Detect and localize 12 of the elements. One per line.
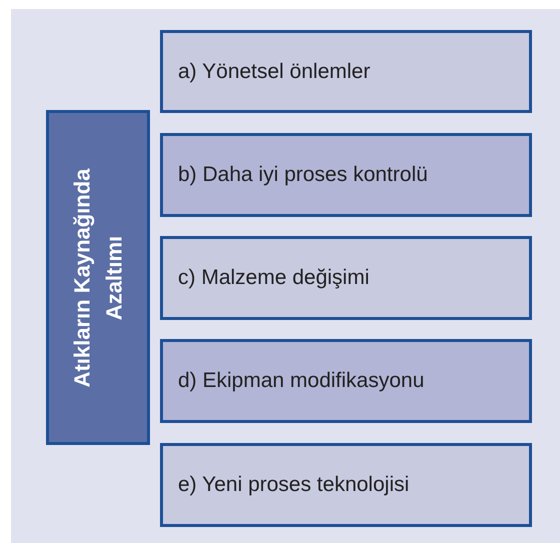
item-text: c) Malzeme değişimi — [178, 266, 370, 290]
title-text: Atıkların Kaynağında Azaltımı — [68, 167, 127, 389]
title-box — [46, 110, 150, 445]
item-box — [160, 339, 532, 423]
item-box — [160, 133, 532, 217]
item-box — [160, 443, 532, 527]
item-box — [160, 30, 532, 113]
item-text: b) Daha iyi proses kontrolü — [178, 163, 428, 187]
item-text: d) Ekipman modifikasyonu — [178, 369, 424, 393]
item-box — [160, 236, 532, 320]
item-text: e) Yeni proses teknolojisi — [178, 473, 410, 497]
item-text: a) Yönetsel önlemler — [178, 60, 370, 84]
